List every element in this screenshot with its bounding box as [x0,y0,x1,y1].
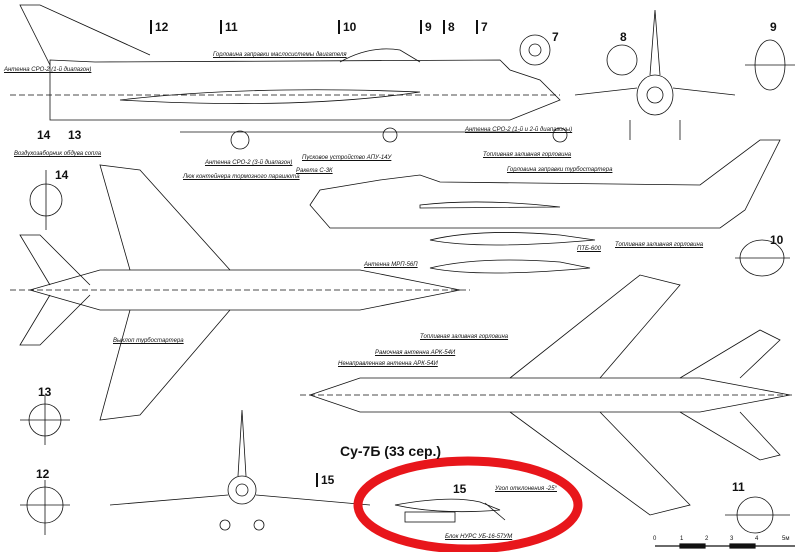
scale-tick: 3 [730,536,734,542]
section-label-12: 12 [36,467,50,481]
callout-apu14: Пусковое устройство АПУ-14У [302,155,392,161]
callout-fuel-filler-2: Топливная заливная горловина [615,242,704,248]
callout-missile: Ракета С-3К [296,168,333,174]
callout-mrp: Антенна МРП-56П [364,262,418,268]
callout-starter-filler: Горловина заправки турбостартера [507,167,613,173]
callout-oil-filler: Горловина заправки маслосистемы двигател… [213,52,347,58]
section-marker-7: 7 [476,20,488,34]
pylon-detail [394,498,506,523]
plan-view-bottom [300,274,795,516]
scale-tick: 4 [755,536,759,542]
section-label-11: 11 [732,480,745,494]
section-label-8: 8 [620,30,627,44]
section-marker-9: 9 [420,20,432,34]
side-view-top [10,4,568,150]
callout-sro2-12: Антенна СРО-2 (1-й и 2-й диапазоны) [465,127,573,133]
drawing-title: Су-7Б (33 сер.) [340,443,442,459]
callout-ptb: ПТБ-600 [577,246,601,252]
section-marker-10: 10 [338,20,356,34]
front-view [519,9,795,140]
callout-fuel-filler-3: Топливная заливная горловина [420,334,509,340]
section-label-14: 14 [55,168,69,182]
callout-sro2-3: Антенна СРО-2 (3-й диапазон) [205,160,293,166]
detail-label-15: 15 [453,482,467,496]
scale-tick: 5м [782,536,790,542]
section-marker-8: 8 [443,20,455,34]
section-marker-15: 15 [316,473,334,487]
callout-starter-exhaust: Выхлоп турбостартера [113,338,184,344]
callout-deflection: Угол отклонения -25° [495,486,557,492]
scale-bar [655,543,795,549]
red-highlight-ellipse [353,456,583,552]
scale-tick: 2 [705,536,709,542]
side-view-middle [309,139,790,277]
callout-nozzle-intake: Воздухозаборник обдува сопла [14,151,102,157]
section-marker-11: 11 [220,20,238,34]
section-views [20,395,790,535]
callout-rocket-pod: Блок НУРС УБ-16-57УМ [445,534,513,540]
section-marker-14: 14 [37,128,51,142]
plan-view-top [10,164,470,421]
section-label-10: 10 [770,233,784,247]
section-label-9: 9 [770,20,777,34]
callout-chute-hatch: Люк контейнера тормозного парашюта [183,174,300,180]
callout-fuel-filler-1: Топливная заливная горловина [483,152,572,158]
section-marker-12: 12 [150,20,168,34]
rear-view [109,409,371,531]
section-label-13: 13 [38,385,52,399]
callout-ark-nondir: Ненаправленная антенна АРК-54И [338,361,438,367]
callout-sro2-1: Антенна СРО-2 (1-й диапазон) [4,67,92,73]
callout-ark-loop: Рамочная антенна АРК-54И [375,350,456,356]
scale-tick: 1 [680,536,684,542]
section-label-7: 7 [552,30,559,44]
scale-tick: 0 [653,536,657,542]
section-marker-13: 13 [68,128,82,142]
